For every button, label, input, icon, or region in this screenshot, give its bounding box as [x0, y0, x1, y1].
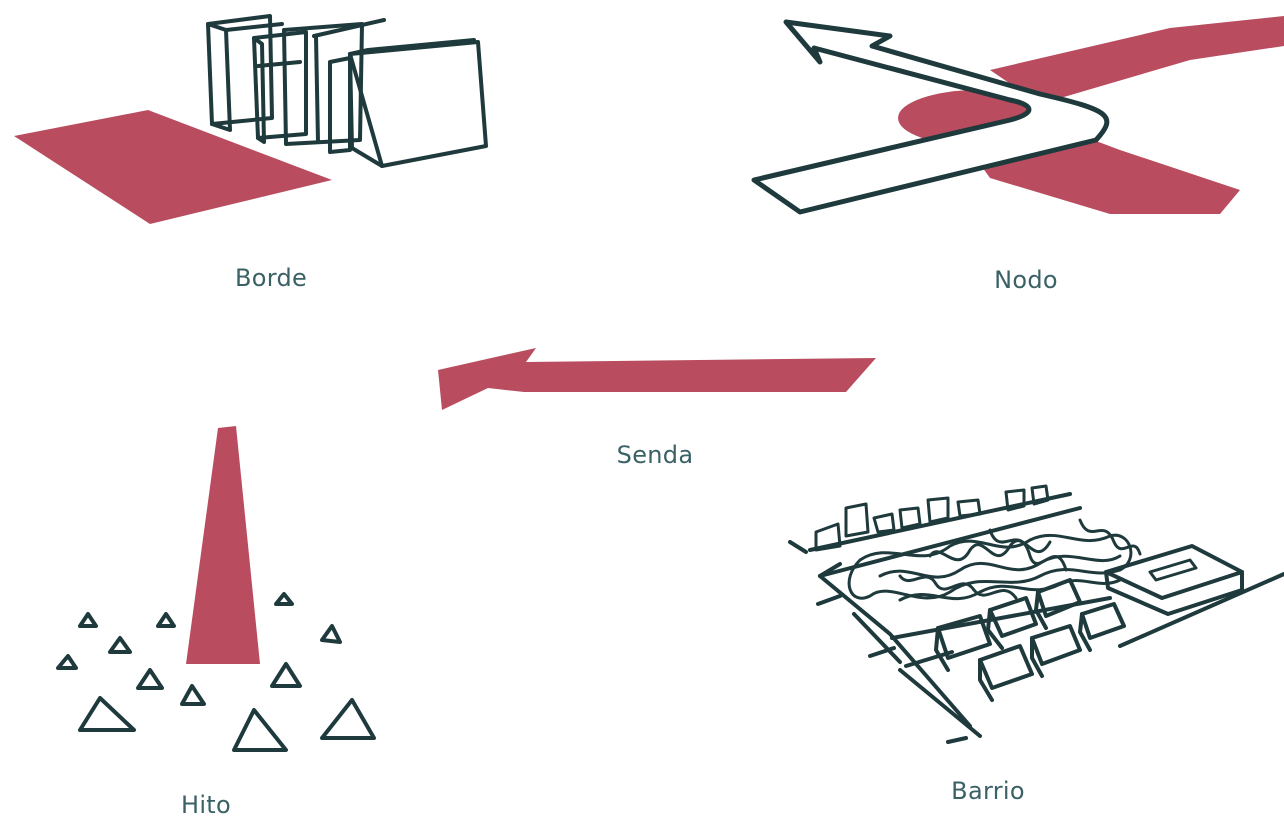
label-borde: Borde	[234, 264, 308, 292]
barrio-illustration	[788, 484, 1284, 744]
hito-red-obelisk	[186, 426, 260, 664]
label-hito: Hito	[180, 791, 232, 819]
hito-illustration	[56, 426, 376, 752]
hito-triangles	[56, 592, 376, 752]
nodo-illustration	[751, 16, 1284, 215]
label-senda: Senda	[616, 441, 694, 469]
label-barrio: Barrio	[951, 777, 1025, 805]
nodo-white-arrow	[751, 19, 1110, 215]
label-nodo: Nodo	[994, 266, 1058, 294]
senda-red-arrow	[438, 348, 876, 410]
borde-illustration	[14, 14, 488, 224]
borde-buildings	[206, 14, 488, 168]
borde-red-plane	[14, 110, 332, 224]
barrio-streets	[788, 492, 1284, 744]
barrio-large-building	[1104, 544, 1244, 616]
barrio-houses	[934, 578, 1126, 702]
nodo-red-band-upper	[990, 16, 1284, 104]
barrio-skyline	[814, 484, 1050, 552]
barrio-vegetation	[847, 518, 1142, 602]
senda-illustration	[438, 348, 876, 410]
